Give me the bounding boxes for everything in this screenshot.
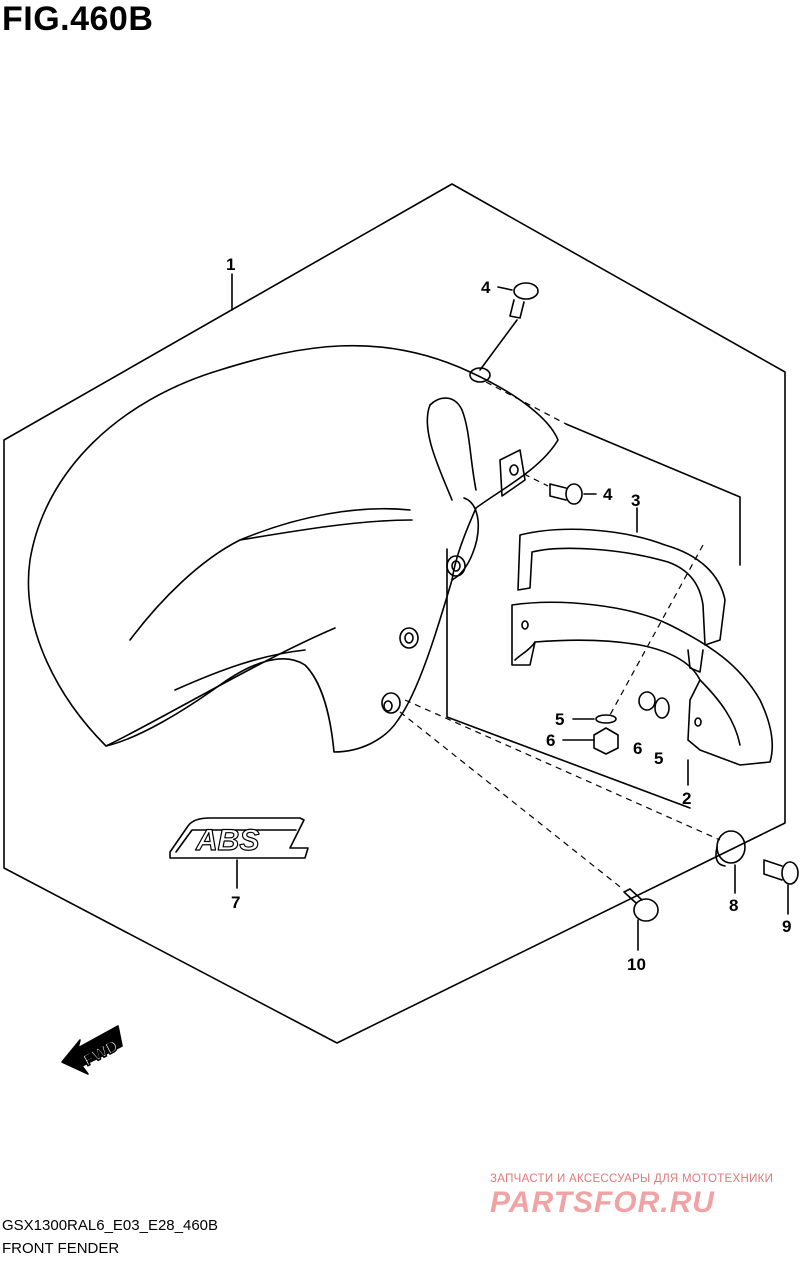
callout-6-right: 6 (633, 739, 642, 758)
leader-4a (497, 286, 513, 291)
washer-5-right (654, 697, 670, 719)
callout-5-left: 5 (555, 710, 564, 729)
screw-9-part (763, 859, 799, 885)
fwd-arrow-icon (61, 1025, 123, 1075)
callout-3: 3 (631, 491, 640, 510)
dash-top-screw (485, 381, 567, 425)
callout-1: 1 (226, 255, 235, 274)
dash-grommet (404, 699, 721, 841)
screw-4-side (549, 483, 583, 505)
callout-8: 8 (729, 896, 738, 915)
abs-decal-part (169, 817, 309, 859)
callout-10: 10 (627, 955, 646, 974)
callout-5-right: 5 (654, 749, 663, 768)
callout-6-left: 6 (546, 731, 555, 750)
dash-screw10 (399, 711, 625, 891)
watermark-logo: PARTSFOR.RU (490, 1186, 715, 1219)
grommet-8-part (715, 830, 746, 867)
dash-side-screw (523, 473, 549, 487)
subassembly-frame (446, 423, 741, 809)
bracket-part (517, 528, 726, 673)
callout-4-side: 4 (603, 485, 613, 504)
leader-screw4-fender (479, 319, 518, 371)
inner-fender-part (511, 601, 774, 766)
callout-2: 2 (682, 789, 691, 808)
screw-4-top (509, 282, 539, 319)
abs-decal-text: ABS (195, 824, 259, 857)
front-fender-part (27, 344, 559, 753)
nut-6-left (593, 727, 619, 755)
figure-caption: FRONT FENDER (2, 1240, 120, 1257)
figure-title: FIG.460B (2, 0, 154, 38)
assembly-frame (3, 183, 786, 1044)
screw-10-part (623, 888, 659, 922)
callout-4-top: 4 (481, 278, 491, 297)
dash-bracket-washer (609, 544, 704, 716)
callout-7: 7 (231, 893, 240, 912)
callout-9: 9 (782, 917, 791, 936)
washer-5-left (595, 714, 617, 724)
model-code: GSX1300RAL6_E03_E28_460B (2, 1217, 219, 1234)
nut-6-right (638, 691, 656, 711)
watermark-tagline: ЗАПЧАСТИ И АКСЕССУАРЫ ДЛЯ МОТОТЕХНИКИ (490, 1173, 774, 1185)
